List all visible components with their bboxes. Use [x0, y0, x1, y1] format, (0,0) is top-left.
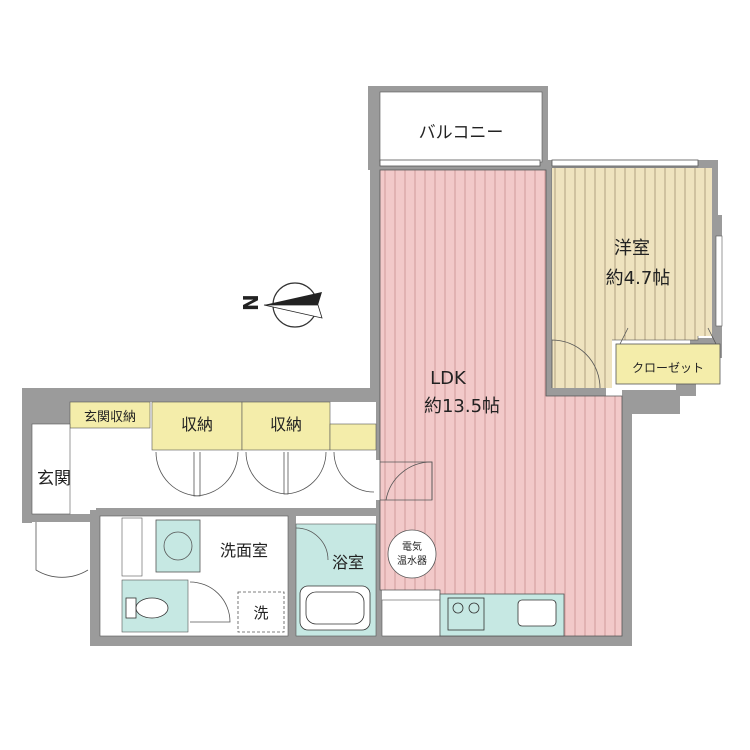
water-heater-label-1: 電気 [402, 540, 422, 553]
closet-door-swing [619, 327, 717, 345]
ldk-size-label: 約13.5帖 [424, 396, 500, 417]
ldk-label: LDK [430, 368, 467, 389]
western-room-size-label: 約4.7帖 [606, 268, 671, 289]
balcony [379, 91, 543, 163]
top-windows [379, 159, 699, 167]
entrance-label: 玄関 [37, 469, 71, 489]
water-heater[interactable] [387, 529, 437, 579]
closet[interactable] [615, 343, 721, 385]
storage-1[interactable] [151, 401, 243, 451]
washer-space[interactable] [237, 591, 285, 633]
entrance-storage[interactable] [69, 401, 151, 429]
entrance-floor [31, 423, 71, 515]
shelf [121, 517, 143, 577]
compass-icon: N [239, 282, 323, 328]
bathroom-label: 浴室 [332, 553, 364, 572]
washer-label: 洗 [253, 604, 268, 622]
bath-door-swing [295, 527, 329, 561]
western-room-label: 洋室 [614, 238, 650, 259]
storage-3[interactable] [329, 423, 377, 451]
storage-2-label: 収納 [270, 415, 302, 434]
washroom-label: 洗面室 [220, 541, 268, 560]
sink-icon[interactable] [517, 599, 557, 627]
stove-icon[interactable] [447, 597, 485, 631]
closet-label: クローゼット [632, 361, 704, 375]
balcony-label: バルコニー [419, 123, 504, 143]
compass-north-label: N [239, 294, 263, 311]
basin-bowl [163, 531, 193, 561]
storage-2[interactable] [241, 401, 331, 451]
entrance-door-swing[interactable] [35, 522, 89, 578]
toilet-icon[interactable] [125, 597, 169, 619]
storage-1-label: 収納 [181, 415, 213, 434]
toilet-door-swing [189, 581, 231, 623]
western-room-floor-lower [552, 330, 612, 388]
ldk-door-swing [385, 461, 433, 501]
storage-door-swings [155, 451, 375, 497]
western-room-floor-ext [552, 168, 712, 336]
wash-basin[interactable] [155, 519, 201, 573]
western-door-swing [551, 339, 601, 389]
water-heater-label-2: 温水器 [397, 555, 427, 567]
ldk-floor [379, 169, 623, 637]
bathtub-icon[interactable] [299, 585, 371, 631]
entrance-storage-label: 玄関収納 [84, 410, 136, 425]
utility-box [381, 599, 441, 637]
right-window [715, 235, 723, 327]
